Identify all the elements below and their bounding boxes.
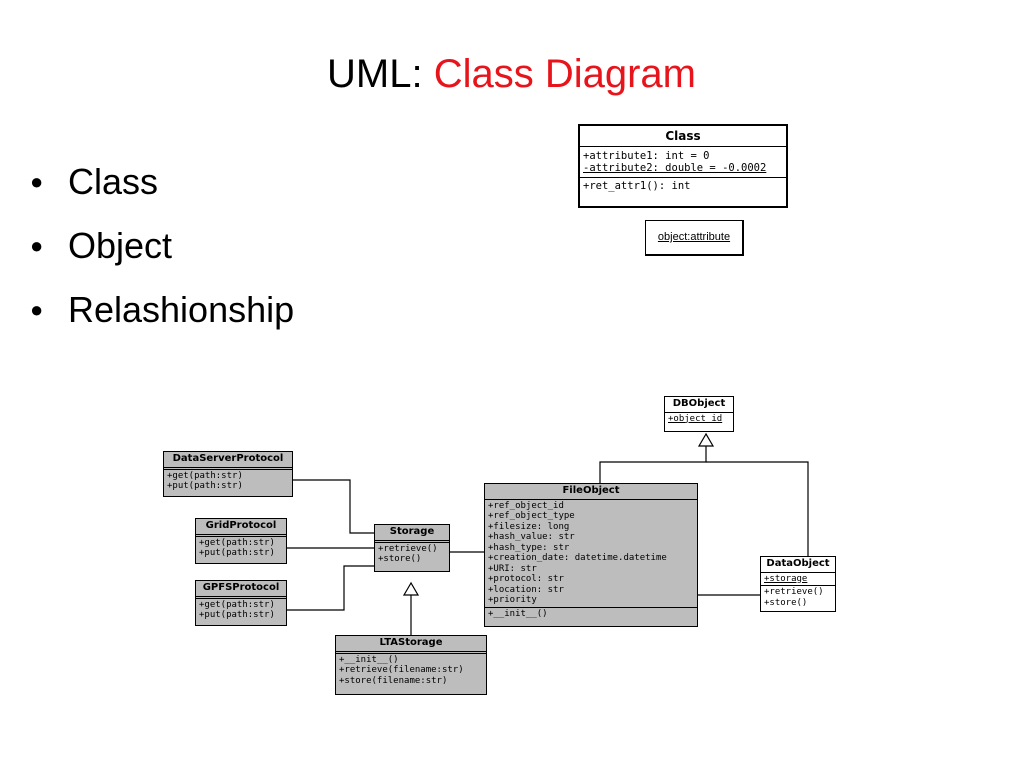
title-accent: Class Diagram — [433, 52, 696, 96]
example-class-box: Class +attribute1: int = 0 -attribute2: … — [578, 124, 788, 208]
class-method: +store() — [764, 597, 808, 608]
class-name: FileObject — [485, 484, 697, 500]
class-attribute: +protocol: str — [488, 574, 564, 584]
bullet-list: ● Class ● Object ● Relashionship — [30, 150, 294, 342]
example-class-attr1: +attribute1: int = 0 — [583, 150, 710, 162]
class-method: +get(path:str) — [199, 537, 275, 548]
class-method: +retrieve() — [378, 543, 438, 554]
class-attribute: +creation_date: datetime.datetime — [488, 553, 667, 563]
class-methods: +retrieve() +store() — [761, 586, 835, 609]
bullet-item: ● Object — [30, 214, 294, 278]
class-name: DataObject — [761, 557, 835, 573]
connector-fileobject-dbobject — [599, 446, 707, 483]
bullet-label: Object — [68, 225, 173, 266]
class-dbobject: DBObject +object_id — [664, 396, 734, 432]
bullet-icon: ● — [30, 233, 44, 258]
class-dataserverprotocol: DataServerProtocol +get(path:str) +put(p… — [163, 451, 293, 497]
class-attribute: +ref_object_type — [488, 511, 575, 521]
connector-dataobject-dbobject — [706, 461, 809, 556]
class-name: Storage — [375, 525, 449, 543]
inheritance-arrow-storage — [402, 581, 420, 596]
class-gpfsprotocol: GPFSProtocol +get(path:str) +put(path:st… — [195, 580, 287, 626]
class-method: +retrieve(filename:str) — [339, 665, 464, 675]
class-attributes: +ref_object_id +ref_object_type +filesiz… — [485, 500, 697, 608]
class-method: +put(path:str) — [199, 548, 275, 558]
bullet-item: ● Class — [30, 150, 294, 214]
class-name: DataServerProtocol — [164, 452, 292, 470]
class-attribute: +storage — [761, 573, 835, 586]
class-methods: +get(path:str) +put(path:str) — [164, 470, 292, 493]
class-fileobject: FileObject +ref_object_id +ref_object_ty… — [484, 483, 698, 627]
class-method: +__init__() — [339, 654, 399, 665]
class-method: +get(path:str) — [199, 599, 275, 610]
class-attribute: +hash_value: str — [488, 532, 575, 542]
example-class-attr2: -attribute2: double = -0.0002 — [583, 162, 767, 174]
slide-title: UML: Class Diagram — [0, 52, 1023, 97]
class-storage: Storage +retrieve() +store() — [374, 524, 450, 572]
class-methods: +retrieve() +store() — [375, 543, 449, 566]
bullet-icon: ● — [30, 297, 44, 322]
class-name: GridProtocol — [196, 519, 286, 537]
class-method: +retrieve() — [764, 587, 824, 597]
bullet-item: ● Relashionship — [30, 278, 294, 342]
class-attribute: +object_id — [668, 413, 723, 424]
class-attribute: +hash_type: str — [488, 542, 570, 553]
class-ltastorage: LTAStorage +__init__() +retrieve(filenam… — [335, 635, 487, 695]
example-class-name: Class — [580, 126, 786, 147]
class-methods: +__init__() +retrieve(filename:str) +sto… — [336, 654, 486, 688]
class-name: LTAStorage — [336, 636, 486, 654]
class-attribute: +filesize: long — [488, 521, 570, 532]
class-method: +store() — [378, 554, 422, 564]
bullet-label: Relashionship — [68, 289, 295, 330]
class-methods: +get(path:str) +put(path:str) — [196, 599, 286, 622]
class-attribute: +URI: str — [488, 563, 537, 574]
connector-gpfs-storage — [287, 565, 374, 611]
class-methods: +get(path:str) +put(path:str) — [196, 537, 286, 560]
class-gridprotocol: GridProtocol +get(path:str) +put(path:st… — [195, 518, 287, 564]
class-method: +__init__() — [488, 608, 548, 619]
example-object-box: object:attribute — [645, 220, 744, 256]
title-prefix: UML: — [327, 52, 434, 96]
class-attribute: +location: str — [488, 584, 564, 595]
class-dataobject: DataObject +storage +retrieve() +store() — [760, 556, 836, 612]
class-method: +get(path:str) — [167, 470, 243, 481]
class-attribute: +priority — [488, 595, 537, 605]
class-method: +put(path:str) — [167, 481, 243, 491]
example-class-method: +ret_attr1(): int — [583, 180, 691, 192]
class-name: GPFSProtocol — [196, 581, 286, 599]
bullet-icon: ● — [30, 169, 44, 194]
bullet-label: Class — [68, 161, 159, 202]
inheritance-arrow-dbobject — [697, 432, 715, 447]
class-name: DBObject — [665, 397, 733, 413]
example-class-attributes: +attribute1: int = 0 -attribute2: double… — [580, 147, 786, 178]
class-attribute: +ref_object_id — [488, 500, 564, 511]
class-method: +put(path:str) — [199, 610, 275, 620]
connector-dataserver-storage — [293, 479, 374, 534]
class-method: +store(filename:str) — [339, 675, 448, 686]
